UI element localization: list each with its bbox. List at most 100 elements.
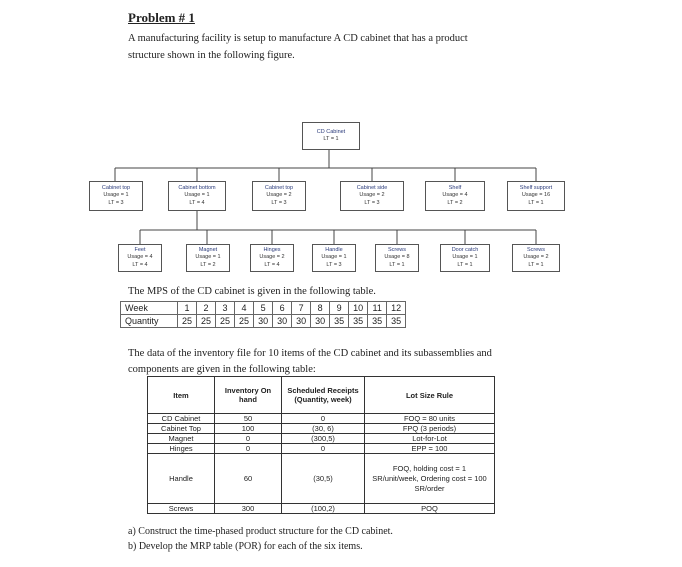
node-usage: Usage = 2 <box>259 254 285 261</box>
node-shelf-support: Shelf support Usage = 16 LT = 1 <box>507 181 565 211</box>
node-handle: Handle Usage = 1 LT = 3 <box>312 244 356 272</box>
inv-caption-line-2: components are given in the following ta… <box>128 364 316 375</box>
node-lt: LT = 1 <box>528 199 544 206</box>
cell-on-hand: 100 <box>214 423 282 434</box>
mps-week-cell: 5 <box>253 301 274 315</box>
cell-scheduled: (300,5) <box>281 433 365 444</box>
inventory-header-row: Item Inventory On hand Scheduled Receipt… <box>147 376 495 414</box>
node-screws-1: Screws Usage = 8 LT = 1 <box>375 244 419 272</box>
node-name: Screws <box>526 246 546 253</box>
mps-quantity-cell: 25 <box>196 314 217 328</box>
mps-week-cell: 1 <box>176 301 198 315</box>
table-row: Cabinet Top 100 (30, 6) FPQ (3 periods) <box>147 423 495 434</box>
mps-table: Week 1 2 3 4 5 6 7 8 9 10 11 12 Quantity… <box>120 301 407 328</box>
mps-quantity-cell: 30 <box>291 314 312 328</box>
node-name: Handle <box>325 246 343 253</box>
node-cabinet-top-1: Cabinet top Usage = 1 LT = 3 <box>89 181 143 211</box>
mps-caption: The MPS of the CD cabinet is given in th… <box>128 286 376 297</box>
node-lt: LT = 3 <box>271 199 287 206</box>
node-shelf: Shelf Usage = 4 LT = 2 <box>425 181 485 211</box>
cell-lot-size: FOQ = 80 units <box>364 413 495 424</box>
node-name: Cabinet bottom <box>178 184 216 191</box>
node-name: Cabinet side <box>356 184 388 191</box>
node-lt: LT = 4 <box>264 261 280 268</box>
node-cabinet-top-2: Cabinet top Usage = 2 LT = 3 <box>252 181 306 211</box>
cell-on-hand: 60 <box>214 453 282 504</box>
question-b: b) Develop the MRP table (POR) for each … <box>128 541 363 552</box>
node-lt: LT = 4 <box>189 199 205 206</box>
mps-quantity-cell: 30 <box>272 314 293 328</box>
inventory-table: Item Inventory On hand Scheduled Receipt… <box>147 376 495 514</box>
node-lt: LT = 4 <box>132 261 148 268</box>
mps-week-cell: 12 <box>386 301 407 315</box>
mps-quantity-cell: 25 <box>176 314 198 328</box>
table-row: Magnet 0 (300,5) Lot-for-Lot <box>147 433 495 444</box>
mps-week-cell: 8 <box>310 301 331 315</box>
node-name: CD Cabinet <box>316 128 346 135</box>
inv-caption-line-1: The data of the inventory file for 10 it… <box>128 348 492 359</box>
mps-week-cell: 3 <box>215 301 236 315</box>
node-usage: Usage = 1 <box>452 254 478 261</box>
node-lt: LT = 3 <box>364 199 380 206</box>
mps-quantity-cell: 35 <box>348 314 369 328</box>
mps-quantity-cell: 25 <box>215 314 236 328</box>
node-lt: LT = 3 <box>326 261 342 268</box>
node-cabinet-bottom: Cabinet bottom Usage = 1 LT = 4 <box>168 181 226 211</box>
cell-lot-size: EPP = 100 <box>364 443 495 454</box>
node-usage: Usage = 2 <box>359 192 385 199</box>
node-magnet: Magnet Usage = 1 LT = 2 <box>186 244 230 272</box>
table-row: Screws 300 (100,2) POQ <box>147 503 495 514</box>
cell-item: Handle <box>147 453 215 504</box>
mps-quantity-cell: 30 <box>310 314 331 328</box>
table-row: Hinges 0 0 EPP = 100 <box>147 443 495 454</box>
cell-lot-size: FOQ, holding cost = 1 SR/unit/week, Orde… <box>364 453 495 504</box>
cell-on-hand: 50 <box>214 413 282 424</box>
cell-scheduled: 0 <box>281 443 365 454</box>
node-usage: Usage = 16 <box>521 192 551 199</box>
intro-line-1: A manufacturing facility is setup to man… <box>128 33 468 44</box>
mps-quantity-cell: 30 <box>253 314 274 328</box>
mps-week-cell: 9 <box>329 301 350 315</box>
inventory-header-scheduled: Scheduled Receipts (Quantity, week) <box>281 376 365 414</box>
inventory-header-lot-size: Lot Size Rule <box>364 376 495 414</box>
cell-on-hand: 0 <box>214 433 282 444</box>
node-name: Cabinet top <box>101 184 131 191</box>
cell-item: Screws <box>147 503 215 514</box>
mps-week-cell: 11 <box>367 301 388 315</box>
mps-quantity-cell: 35 <box>386 314 407 328</box>
node-usage: Usage = 1 <box>103 192 129 199</box>
mps-quantity-label: Quantity <box>120 314 178 328</box>
node-name: Shelf <box>448 184 462 191</box>
node-lt: LT = 3 <box>108 199 124 206</box>
node-usage: Usage = 1 <box>184 192 210 199</box>
node-lt: LT = 1 <box>323 136 339 142</box>
node-lt: LT = 1 <box>528 261 544 268</box>
node-usage: Usage = 2 <box>266 192 292 199</box>
cell-on-hand: 300 <box>214 503 282 514</box>
mps-week-label: Week <box>120 301 178 315</box>
node-lt: LT = 2 <box>447 199 463 206</box>
node-lt: LT = 2 <box>200 261 216 268</box>
inventory-header-item: Item <box>147 376 215 414</box>
cell-item: Hinges <box>147 443 215 454</box>
mps-quantity-cell: 35 <box>367 314 388 328</box>
cell-scheduled: (100,2) <box>281 503 365 514</box>
mps-week-cell: 2 <box>196 301 217 315</box>
node-name: Hinges <box>263 246 281 253</box>
node-cd-cabinet: CD Cabinet LT = 1 <box>302 122 360 150</box>
cell-lot-size: POQ <box>364 503 495 514</box>
cell-lot-size: Lot-for-Lot <box>364 433 495 444</box>
mps-week-cell: 4 <box>234 301 255 315</box>
cell-scheduled: 0 <box>281 413 365 424</box>
node-lt: LT = 1 <box>457 261 473 268</box>
node-name: Magnet <box>198 246 218 253</box>
node-cabinet-side: Cabinet side Usage = 2 LT = 3 <box>340 181 404 211</box>
node-usage: Usage = 4 <box>442 192 468 199</box>
node-name: Screws <box>387 246 407 253</box>
node-feet: Feet Usage = 4 LT = 4 <box>118 244 162 272</box>
node-usage: Usage = 4 <box>127 254 153 261</box>
cell-item: Magnet <box>147 433 215 444</box>
mps-week-cell: 6 <box>272 301 293 315</box>
table-row: CD Cabinet 50 0 FOQ = 80 units <box>147 413 495 424</box>
